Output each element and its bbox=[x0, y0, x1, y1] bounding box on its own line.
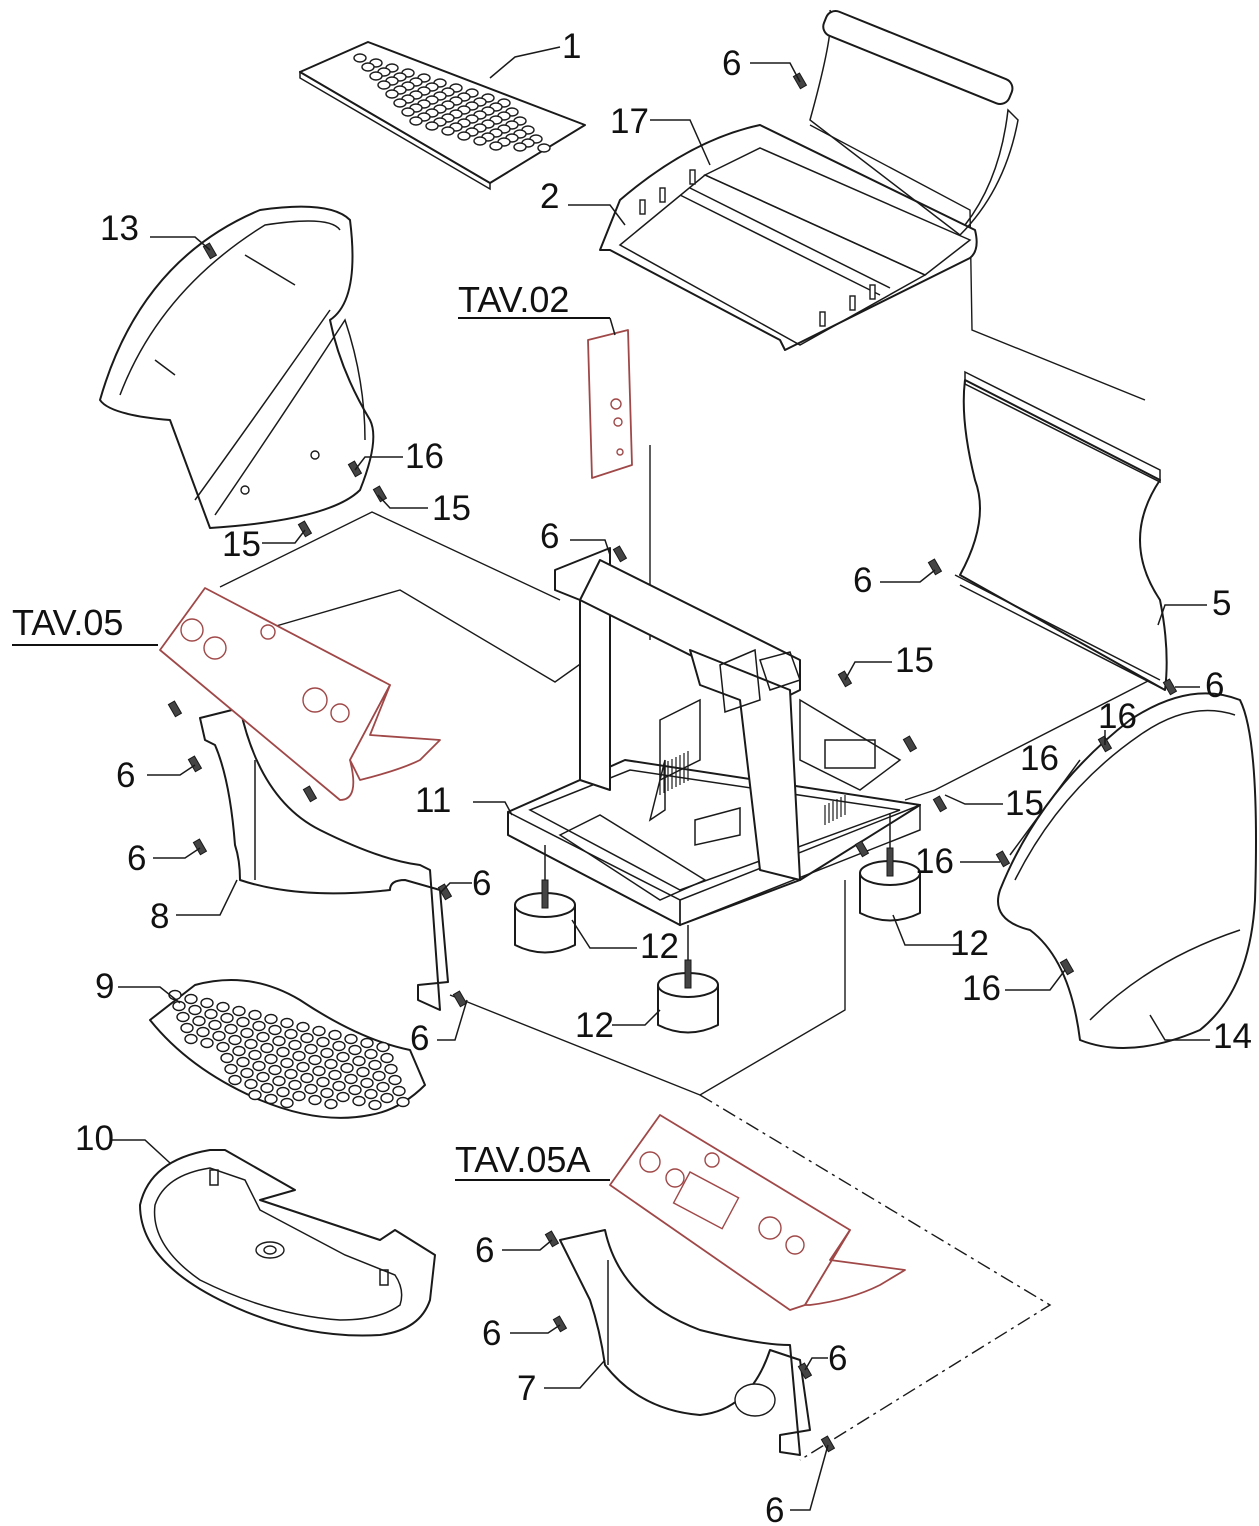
label-part-15: 15 bbox=[432, 489, 471, 528]
label-part-6: 6 bbox=[410, 1019, 429, 1058]
label-part-15: 15 bbox=[222, 525, 261, 564]
label-part-16: 16 bbox=[1020, 739, 1059, 778]
label-part-11: 11 bbox=[415, 781, 451, 820]
label-part-6: 6 bbox=[475, 1231, 494, 1270]
label-part-9: 9 bbox=[95, 967, 114, 1006]
label-part-6: 6 bbox=[116, 756, 135, 795]
label-part-14: 14 bbox=[1213, 1017, 1252, 1056]
label-part-16: 16 bbox=[1098, 697, 1137, 736]
tav02-label: TAV.02 bbox=[458, 279, 569, 320]
part-7-front-panel-right bbox=[559, 1229, 811, 1456]
label-part-6: 6 bbox=[722, 44, 741, 83]
tav05-label: TAV.05 bbox=[12, 602, 123, 643]
label-part-6: 6 bbox=[853, 561, 872, 600]
part-9-drip-tray-grid bbox=[149, 979, 426, 1119]
label-part-12: 12 bbox=[640, 927, 679, 966]
tav05a-reference-panel bbox=[609, 1114, 906, 1311]
label-part-1: 1 bbox=[562, 27, 581, 66]
part-number-labels: 1 6 17 2 13 16 15 15 6 6 5 15 6 16 16 6 … bbox=[75, 27, 1252, 1526]
label-part-6: 6 bbox=[472, 864, 491, 903]
label-part-10: 10 bbox=[75, 1119, 114, 1158]
label-part-7: 7 bbox=[517, 1369, 536, 1408]
part-11-base-frame bbox=[507, 547, 921, 927]
label-part-15: 15 bbox=[1005, 784, 1044, 823]
label-part-2: 2 bbox=[540, 177, 559, 216]
label-part-5: 5 bbox=[1212, 584, 1231, 623]
label-part-16: 16 bbox=[405, 437, 444, 476]
label-part-13: 13 bbox=[100, 209, 139, 248]
part-12-feet bbox=[514, 813, 921, 1034]
part-8-front-panel-left bbox=[199, 707, 449, 1011]
label-part-6: 6 bbox=[828, 1339, 847, 1378]
label-part-12: 12 bbox=[950, 924, 989, 963]
label-part-16: 16 bbox=[962, 969, 1001, 1008]
tav05-reference-panel bbox=[159, 587, 441, 801]
label-part-6: 6 bbox=[482, 1314, 501, 1353]
leader-lines bbox=[110, 46, 1210, 1511]
assembly-lines bbox=[219, 124, 1151, 1461]
tav05a-label: TAV.05A bbox=[455, 1139, 590, 1180]
part-5-rear-panel bbox=[954, 370, 1168, 691]
part-1-perforated-plate bbox=[299, 41, 586, 191]
label-part-16: 16 bbox=[915, 842, 954, 881]
part-14-right-side-panel bbox=[997, 692, 1257, 1049]
label-part-6: 6 bbox=[540, 517, 559, 556]
part-13-left-side-panel bbox=[99, 205, 375, 529]
label-part-17: 17 bbox=[610, 102, 649, 141]
label-part-12: 12 bbox=[575, 1006, 614, 1045]
tav02-reference-plate bbox=[587, 329, 633, 479]
label-part-8: 8 bbox=[150, 897, 169, 936]
label-part-6: 6 bbox=[765, 1491, 784, 1526]
label-part-6: 6 bbox=[1205, 666, 1224, 705]
reference-labels: TAV.02 TAV.05 TAV.05A bbox=[12, 279, 616, 1181]
label-part-6: 6 bbox=[127, 839, 146, 878]
part-2-top-frame bbox=[599, 9, 1019, 351]
part-10-drip-tray bbox=[139, 1149, 436, 1337]
label-part-15: 15 bbox=[895, 641, 934, 680]
